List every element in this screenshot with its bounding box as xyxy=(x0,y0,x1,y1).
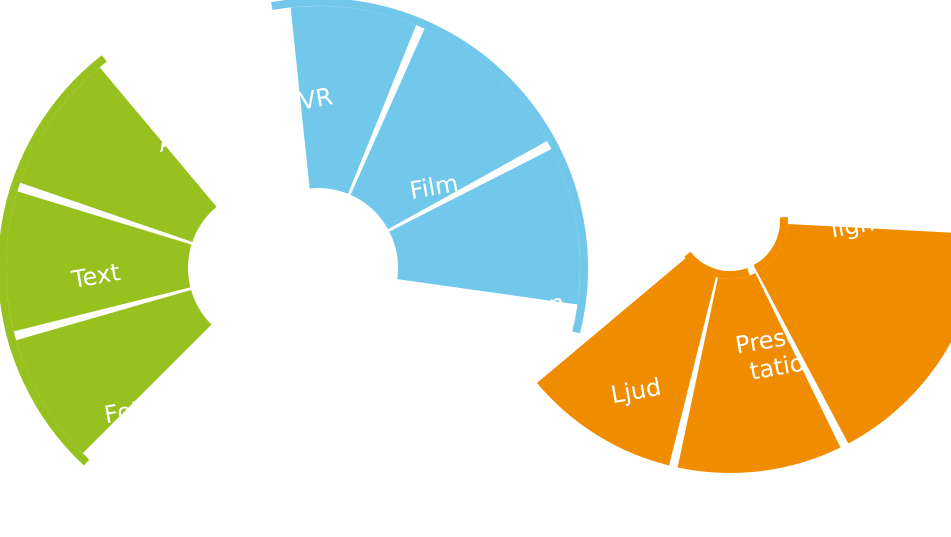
segment-vr-label-line: VR xyxy=(297,82,334,115)
orange-outer-rim-arc xyxy=(753,216,788,273)
segment-tillganglighet-wedge xyxy=(757,224,951,444)
segment-text: Text xyxy=(5,191,192,332)
segment-vr-wedge xyxy=(290,6,417,194)
segment-presentation-wedge xyxy=(677,273,841,474)
segment-vr-label: VR xyxy=(297,82,334,115)
blue-outer-rim-arc xyxy=(271,0,588,334)
segment-ai-label: Ai xyxy=(156,126,184,158)
segment-ljud: Ljud xyxy=(536,258,716,466)
segment-foto-wedge xyxy=(16,290,212,454)
segment-ai-label-line: Ai xyxy=(156,126,184,158)
segment-film-wedge xyxy=(350,28,548,230)
segment-tillganglighet: Tillgäng-lighet xyxy=(757,173,951,444)
segment-ljud-wedge xyxy=(536,258,716,466)
segment-animation-label: Animation xyxy=(441,289,566,338)
green-outer-rim-arc xyxy=(0,55,107,466)
segment-vr: VR xyxy=(290,6,417,194)
segment-foto: Foto xyxy=(16,290,212,454)
orange-outer-rim-arc xyxy=(684,251,750,279)
segment-ai: Ai xyxy=(20,67,217,242)
segment-animation-label-line: Animation xyxy=(441,289,566,338)
segment-text-wedge xyxy=(5,191,192,332)
segment-animation-wedge xyxy=(389,149,580,305)
segment-ai-wedge xyxy=(20,67,217,242)
